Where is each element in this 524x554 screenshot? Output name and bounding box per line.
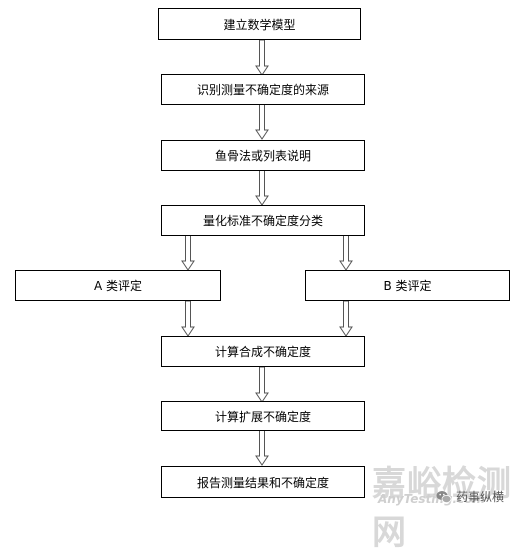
arrow-6-to-7 (255, 366, 269, 403)
step-fishbone-or-list: 鱼骨法或列表说明 (161, 140, 365, 171)
arrow-2-to-3 (255, 103, 269, 140)
step-identify-sources: 识别测量不确定度的来源 (161, 74, 365, 105)
arrow-7-to-8 (255, 429, 269, 466)
wechat-icon (436, 490, 452, 503)
watermark-brand-label: 药事纵横 (456, 490, 505, 504)
watermark-english: AnyTesting.com (378, 492, 485, 506)
step-combined-uncertainty: 计算合成不确定度 (161, 336, 365, 367)
step-type-b-evaluation: B 类评定 (305, 270, 510, 301)
step-build-model: 建立数学模型 (158, 8, 361, 40)
arrow-5b-to-6 (339, 300, 353, 337)
step-type-a-evaluation: A 类评定 (15, 270, 221, 301)
arrow-4-to-5a (181, 234, 195, 271)
arrow-4-to-5b (339, 234, 353, 271)
step-report-result: 报告测量结果和不确定度 (161, 466, 365, 498)
watermark-brand: 药事纵横 (436, 488, 504, 505)
arrow-3-to-4 (255, 169, 269, 206)
step-expanded-uncertainty: 计算扩展不确定度 (161, 401, 365, 431)
arrow-5a-to-6 (181, 300, 195, 337)
step-quantify-classify: 量化标准不确定度分类 (161, 205, 365, 236)
arrow-1-to-2 (255, 39, 269, 76)
